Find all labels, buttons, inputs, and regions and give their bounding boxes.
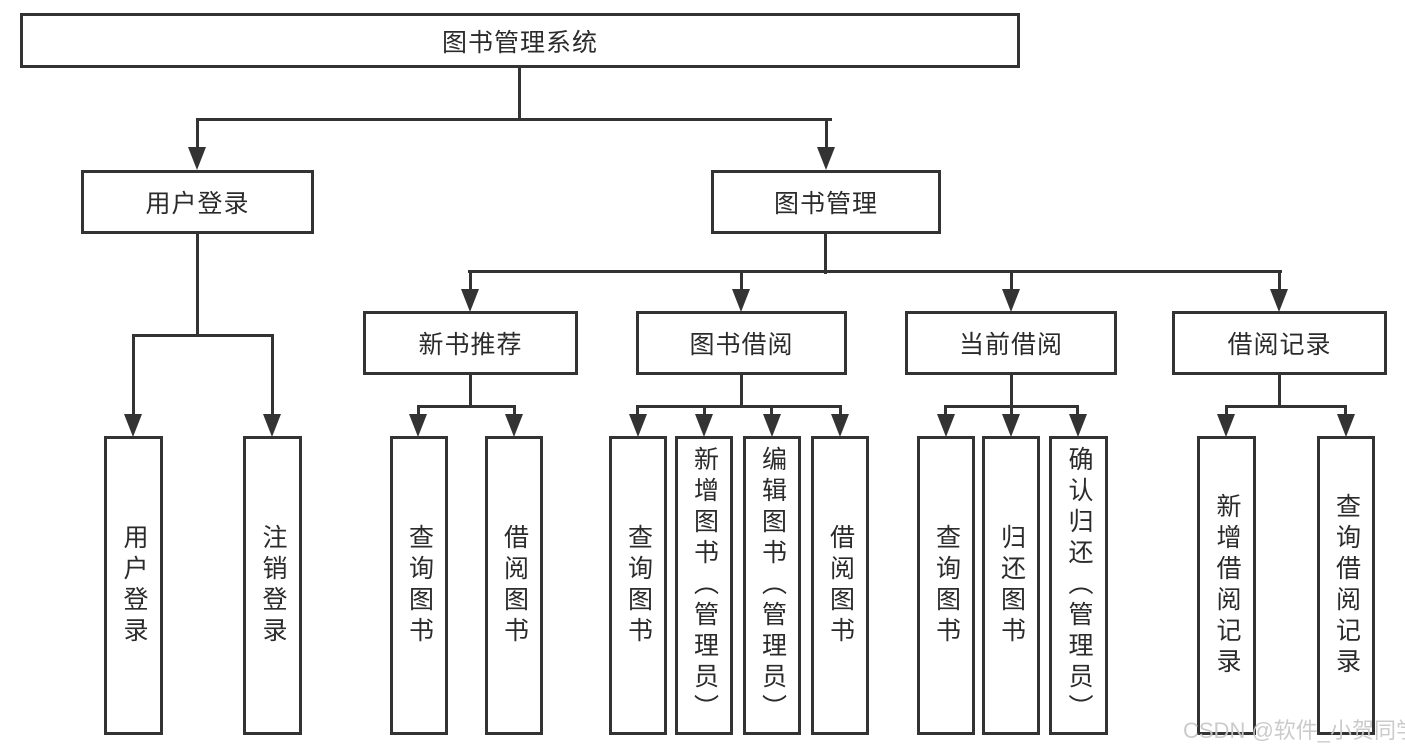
leaf-query-borrow-record: 查询借阅记录 [1317, 436, 1375, 735]
node-label: 借阅记录 [1227, 331, 1332, 359]
connector-segment [196, 234, 199, 337]
connector-segment [1010, 375, 1013, 408]
leaf-label: 注销登录 [259, 523, 287, 648]
leaf-query-books-current: 查询图书 [917, 436, 975, 735]
arrowhead-icon [817, 147, 835, 170]
node-root-library-system: 图书管理系统 [20, 13, 1020, 68]
arrowhead-icon [1270, 289, 1288, 312]
connector-segment [417, 405, 516, 408]
arrowhead-icon [505, 414, 523, 437]
connector-segment [636, 405, 841, 408]
connector-segment [740, 375, 743, 408]
leaf-label: 查询借阅记录 [1332, 492, 1361, 679]
connector-segment [636, 405, 639, 417]
leaf-label: 用户登录 [120, 523, 148, 648]
leaf-label: 新增借阅记录 [1213, 492, 1241, 679]
connector-segment [1278, 270, 1281, 290]
leaf-query-books-borrow: 查询图书 [609, 436, 667, 735]
connector-segment [740, 270, 743, 290]
connector-segment [1225, 405, 1347, 408]
leaf-label: 借阅图书 [826, 523, 855, 648]
node-user-login: 用户登录 [81, 170, 314, 234]
leaf-logout: 注销登录 [243, 436, 302, 735]
node-label: 新书推荐 [418, 331, 523, 359]
leaf-borrow-books-recommend: 借阅图书 [485, 436, 543, 735]
csdn-watermark: CSDN @软件_小贺同学 [1183, 718, 1405, 743]
leaf-add-borrow-record: 新增借阅记录 [1197, 436, 1256, 735]
leaf-label: 确认归还（管理员） [1065, 446, 1093, 725]
connector-segment [132, 334, 274, 337]
leaf-label: 查询图书 [405, 523, 434, 648]
leaf-add-book-admin: 新增图书（管理员） [675, 436, 733, 735]
node-book-management: 图书管理 [711, 170, 941, 234]
connector-segment [513, 405, 516, 417]
leaf-label: 借阅图书 [500, 523, 529, 648]
connector-segment [824, 234, 827, 274]
connector-segment [825, 118, 828, 148]
node-label: 图书管理 [773, 190, 878, 218]
arrowhead-icon [831, 414, 849, 437]
node-label: 图书借阅 [689, 331, 794, 359]
arrowhead-icon [1217, 414, 1235, 437]
leaf-label: 查询图书 [932, 523, 961, 648]
connector-segment [703, 405, 706, 417]
connector-segment [417, 405, 420, 417]
leaf-user-login: 用户登录 [104, 436, 163, 735]
arrowhead-icon [461, 289, 479, 312]
connector-segment [196, 118, 832, 121]
node-label: 当前借阅 [958, 331, 1063, 359]
connector-segment [1278, 375, 1281, 408]
arrowhead-icon [695, 414, 713, 437]
arrowhead-icon [732, 289, 750, 312]
arrowhead-icon [124, 414, 142, 437]
leaf-label: 查询图书 [624, 523, 653, 648]
connector-segment [1010, 405, 1013, 417]
connector-segment [1225, 405, 1228, 417]
node-book-borrowing: 图书借阅 [636, 311, 847, 375]
connector-segment [271, 334, 274, 416]
leaf-return-book: 归还图书 [982, 436, 1040, 735]
connector-segment [196, 118, 199, 148]
leaf-edit-book-admin: 编辑图书（管理员） [743, 436, 801, 735]
arrowhead-icon [1002, 414, 1020, 437]
arrowhead-icon [1069, 414, 1087, 437]
node-new-book-recommend: 新书推荐 [363, 311, 578, 375]
connector-segment [469, 270, 472, 290]
node-current-borrowing: 当前借阅 [905, 311, 1117, 375]
node-label: 图书管理系统 [441, 28, 598, 57]
leaf-label: 归还图书 [997, 523, 1026, 648]
arrowhead-icon [263, 414, 281, 437]
arrowhead-icon [937, 414, 955, 437]
connector-segment [132, 334, 135, 416]
connector-segment [770, 405, 773, 417]
connector-segment [518, 68, 521, 121]
leaf-borrow-books: 借阅图书 [811, 436, 869, 735]
connector-segment [944, 405, 947, 417]
node-borrowing-records: 借阅记录 [1172, 311, 1387, 375]
leaf-confirm-return-admin: 确认归还（管理员） [1049, 436, 1108, 735]
arrowhead-icon [409, 414, 427, 437]
connector-segment [469, 375, 472, 408]
node-label: 用户登录 [145, 190, 250, 218]
arrowhead-icon [1002, 289, 1020, 312]
connector-segment [839, 405, 842, 417]
connector-segment [1076, 405, 1079, 417]
arrowhead-icon [763, 414, 781, 437]
connector-segment [1344, 405, 1347, 417]
leaf-query-books-recommend: 查询图书 [390, 436, 448, 735]
connector-segment [468, 270, 1282, 273]
arrowhead-icon [629, 414, 647, 437]
connector-segment [1010, 270, 1013, 290]
leaf-label: 新增图书（管理员） [690, 446, 719, 725]
arrowhead-icon [188, 147, 206, 170]
leaf-label: 编辑图书（管理员） [758, 446, 787, 725]
arrowhead-icon [1337, 414, 1355, 437]
